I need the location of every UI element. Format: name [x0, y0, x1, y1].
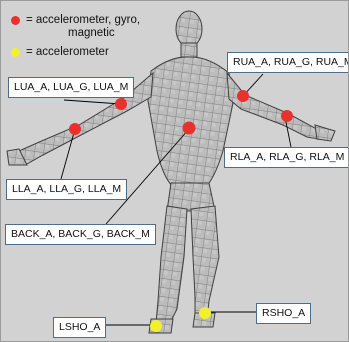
legend-full-sensor-line2: magnetic: [26, 27, 140, 40]
sensor-marker-rua: [237, 90, 249, 102]
label-lla: LLA_A, LLA_G, LLA_M: [6, 179, 127, 200]
sensor-marker-lla: [69, 123, 81, 135]
sensor-marker-lsho: [150, 320, 162, 332]
label-rsho: RSHO_A: [256, 303, 311, 324]
sensor-marker-rla: [281, 110, 293, 122]
label-back: BACK_A, BACK_G, BACK_M: [5, 224, 156, 245]
leader-line-lua: [64, 100, 121, 104]
label-lsho: LSHO_A: [53, 317, 106, 338]
sensor-marker-rsho: [199, 307, 211, 319]
legend-item-accel-only: = accelerometer: [11, 46, 109, 59]
label-lua: LUA_A, LUA_G, LUA_M: [8, 77, 134, 98]
legend-full-sensor-line1: = accelerometer, gyro,: [26, 14, 140, 27]
label-rla: RLA_A, RLA_G, RLA_M: [224, 147, 349, 168]
sensor-marker-lua: [115, 98, 127, 110]
legend-accel-only-label: = accelerometer: [26, 46, 109, 59]
red-dot-icon: [11, 16, 20, 25]
label-rua: RUA_A, RUA_G, RUA_M: [227, 52, 349, 73]
legend-item-full-sensor: = accelerometer, gyro, magnetic: [11, 14, 140, 40]
sensor-marker-back: [183, 122, 196, 135]
yellow-dot-icon: [11, 48, 20, 57]
